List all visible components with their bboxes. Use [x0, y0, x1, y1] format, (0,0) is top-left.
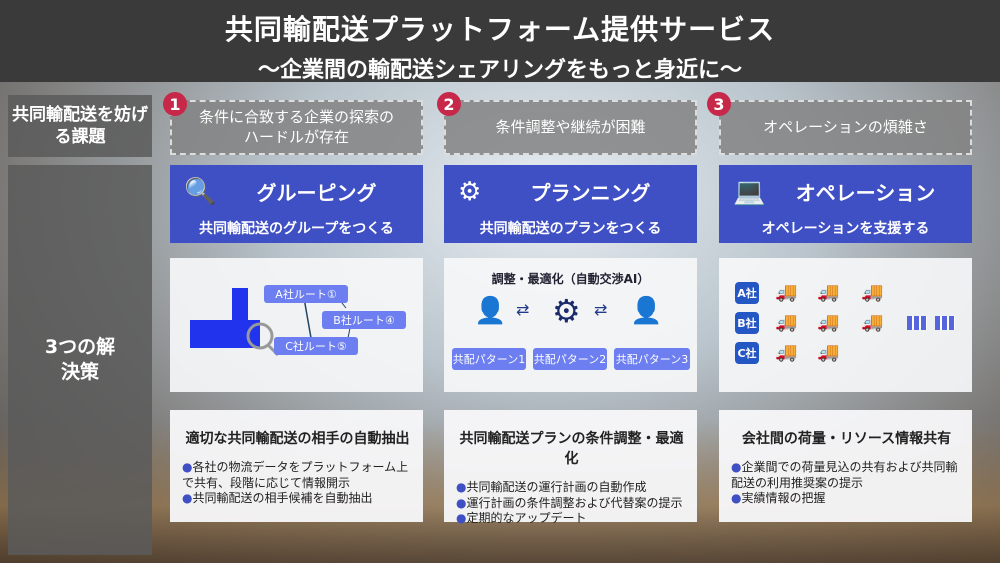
bullet: 運行計画の条件調整および代替案の提示	[456, 496, 687, 512]
header: 共同輸配送プラットフォーム提供サービス 〜企業間の輸配送シェアリングをもっと身近…	[0, 0, 1000, 83]
solution-operation: 💻 オペレーション オペレーションを支援する	[719, 165, 972, 243]
panel-title: 調整・最適化（自動交渉AI）	[491, 272, 650, 286]
detail-title: 共同輸配送プランの条件調整・最適化	[459, 431, 684, 467]
truck-icon: 🚚	[775, 342, 798, 363]
solution-title: プランニング	[530, 181, 651, 205]
solution-title: グルーピング	[256, 181, 377, 205]
company-c: C社	[735, 342, 759, 364]
bullet: 実績情報の把握	[731, 491, 962, 507]
bullet: 共同輸配送の相手候補を自動抽出	[182, 491, 413, 507]
route-tag-c: C社ルート⑤	[274, 337, 358, 355]
detail-title: 会社間の荷量・リソース情報共有	[741, 431, 952, 447]
solution-desc: 共同輸配送のグループをつくる	[199, 221, 394, 237]
japan-map-icon	[190, 288, 351, 357]
arrows-icon: ⇄	[516, 300, 530, 319]
ai-head-icon: ⚙	[458, 177, 482, 207]
detail-1: 適切な共同輸配送の相手の自動抽出 各社の物流データをプラットフォーム上で共有、段…	[170, 410, 423, 522]
operation-panel: A社 B社 C社 🚚 🚚 🚚 🚚 🚚 🚚 🚚 🚚	[719, 258, 972, 392]
grouping-panel: A社ルート① B社ルート④ C社ルート⑤	[170, 258, 423, 392]
pattern-2: 共配パターン2	[533, 348, 607, 370]
pallet-icon	[935, 316, 955, 330]
challenge-1: 条件に合致する企業の探索のハードルが存在	[170, 100, 423, 155]
pattern-1: 共配パターン1	[452, 348, 526, 370]
solution-grouping: 🔍 グルーピング 共同輸配送のグループをつくる	[170, 165, 423, 243]
company-a: A社	[735, 282, 759, 304]
detail-2: 共同輸配送プランの条件調整・最適化 共同輸配送の運行計画の自動作成運行計画の条件…	[444, 410, 697, 525]
truck-icon: 🚚	[775, 312, 798, 333]
bullet: 各社の物流データをプラットフォーム上で共有、段階に応じて情報開示	[182, 460, 413, 491]
page-subtitle: 〜企業間の輸配送シェアリングをもっと身近に〜	[257, 58, 742, 83]
bullet: 企業間での荷量見込の共有および共同輸配送の利用推奨案の提示	[731, 460, 962, 491]
solutions-label: 3つの解決策	[8, 165, 152, 555]
solution-desc: オペレーションを支援する	[761, 221, 930, 237]
grouping-icon: 🔍	[184, 177, 217, 207]
user-computer-icon: 👤	[630, 296, 663, 326]
route-tag-a: A社ルート①	[264, 285, 348, 303]
page-title: 共同輸配送プラットフォーム提供サービス	[224, 13, 776, 46]
challenge-2: 条件調整や継続が困難	[444, 100, 697, 155]
truck-icon: 🚚	[817, 312, 840, 333]
number-badge-1: 1	[163, 92, 187, 116]
ai-gear-icon: ⚙	[552, 292, 581, 330]
number-badge-2: 2	[437, 92, 461, 116]
truck-icon: 🚚	[861, 282, 884, 303]
detail-3: 会社間の荷量・リソース情報共有 企業間での荷量見込の共有および共同輸配送の利用推…	[719, 410, 972, 522]
pattern-3: 共配パターン3	[614, 348, 690, 370]
solution-title: オペレーション	[795, 181, 936, 205]
operator-icon: 💻	[733, 177, 766, 207]
challenge-3: オペレーションの煩雑さ	[719, 100, 972, 155]
user-computer-icon: 👤	[474, 296, 507, 326]
solution-planning: ⚙ プランニング 共同輸配送のプランをつくる	[444, 165, 697, 243]
truck-icon: 🚚	[861, 312, 884, 333]
truck-icon: 🚚	[775, 282, 798, 303]
truck-icon: 🚚	[817, 342, 840, 363]
route-tag-b: B社ルート④	[322, 311, 406, 329]
truck-icon: 🚚	[817, 282, 840, 303]
challenges-label: 共同輸配送を妨げる課題	[8, 95, 152, 157]
bullet: 定期的なアップデート	[456, 511, 687, 527]
bullet: 共同輸配送の運行計画の自動作成	[456, 480, 687, 496]
pallet-icon	[907, 316, 927, 330]
solution-desc: 共同輸配送のプランをつくる	[479, 221, 662, 237]
planning-panel: 調整・最適化（自動交渉AI） 👤 ⇄ ⚙ ⇄ 👤 共配パターン1 共配パターン2…	[444, 258, 697, 392]
detail-title: 適切な共同輸配送の相手の自動抽出	[185, 431, 410, 447]
company-b: B社	[735, 312, 759, 334]
arrows-icon: ⇄	[594, 300, 608, 319]
number-badge-3: 3	[707, 92, 731, 116]
